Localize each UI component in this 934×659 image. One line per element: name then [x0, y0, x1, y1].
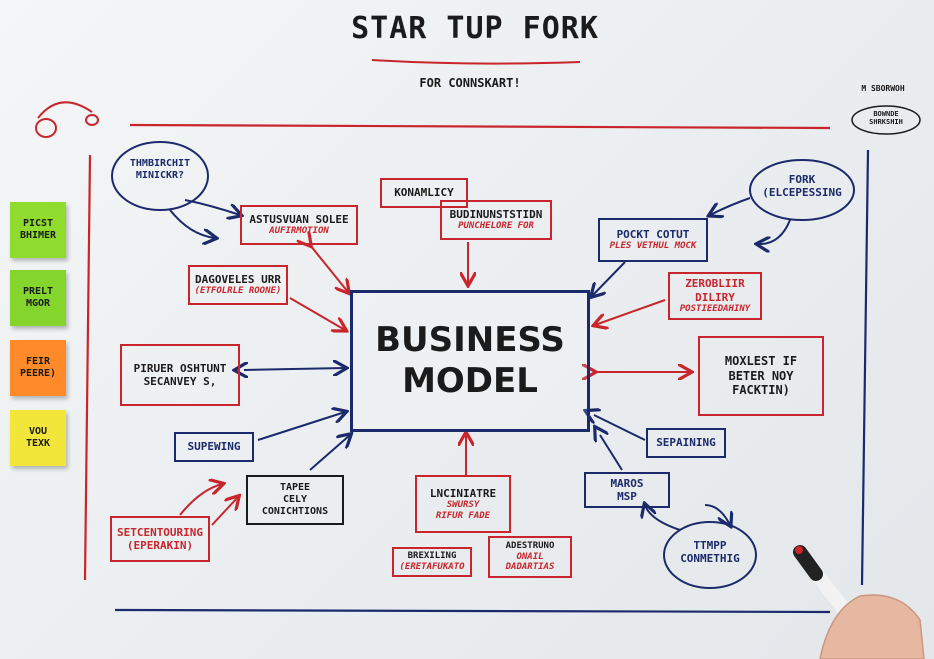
bubble-top-right-text: FORK (ELCEPESSING — [762, 173, 842, 199]
center-line-2: MODEL — [402, 361, 538, 401]
box-b10-title: SEPAINING — [656, 436, 716, 450]
bubble-top-right-outline — [749, 159, 855, 221]
box-b8-title: MOXLEST IF BETER NOY FACKTIN) — [724, 354, 798, 398]
box-b16-title: ADESTRUNO — [505, 540, 555, 551]
box-b15: BREXILING (ERETAFUKATO — [392, 547, 472, 577]
box-b2: KONAMLICY — [380, 178, 468, 208]
box-b4-title: POCKT COTUT — [616, 228, 690, 241]
box-b6: ZEROBLIIR DILIRY POSTIEEDAHINY — [668, 272, 762, 320]
frame-top — [129, 123, 831, 130]
sticky-note-green-2[interactable]: PRELT MGOR — [10, 270, 66, 326]
box-b4-sub: PLES VETHUL MOCK — [609, 241, 697, 252]
box-b8: MOXLEST IF BETER NOY FACKTIN) — [698, 336, 824, 416]
title-underline — [371, 59, 581, 65]
business-model-box: BUSINESS MODEL — [350, 290, 590, 432]
hand — [819, 594, 925, 659]
corner-note-heading: M SBORWOH — [861, 84, 905, 93]
box-b7-title: PIRUER OSHTUNT SECANVEY S, — [133, 361, 227, 388]
box-b1-title: ASTUSVUAN SOLEE — [249, 213, 349, 226]
box-b12: LNCINIATRE SWURSY RIFUR FADE — [415, 475, 511, 533]
page-subtitle: FOR CONNSKART! — [419, 76, 521, 90]
box-b11-title: TAPEE CELY CONICHTIONS — [261, 482, 329, 517]
corner-note-body: BOWNDE SHRKSHIH — [869, 110, 903, 127]
box-b13: MAROS MSP — [584, 472, 670, 508]
box-b16-sub: ONAIL DADARTIAS — [505, 551, 555, 573]
box-b10: SEPAINING — [646, 428, 726, 458]
box-b3-sub: PUNCHELORE FOR — [458, 221, 534, 232]
bubble-top-left-text: THMBIRCHIT MINICKR? — [129, 158, 191, 181]
box-b5-title: DAGOVELES URR — [194, 273, 282, 286]
frame-left — [83, 154, 92, 581]
box-b14-title: SETCENTOURING (EPERAKIN) — [116, 525, 204, 552]
sticky-note-yellow[interactable]: VOU TEXK — [10, 410, 66, 466]
box-b12-title: LNCINIATRE — [429, 486, 497, 500]
sticky-note-green-1[interactable]: PICST BHIMER — [10, 202, 66, 258]
box-b14: SETCENTOURING (EPERAKIN) — [110, 516, 210, 562]
box-b2-title: KONAMLICY — [394, 186, 454, 200]
box-b1-sub: AUFIRMOTION — [269, 226, 329, 237]
box-b16: ADESTRUNO ONAIL DADARTIAS — [488, 536, 572, 578]
box-b12-sub: SWURSY RIFUR FADE — [435, 499, 491, 521]
box-b7: PIRUER OSHTUNT SECANVEY S, — [120, 344, 240, 406]
bubble-bottom-right-text: TTMPP CONMETHIG — [680, 539, 740, 565]
frame-right — [860, 149, 870, 586]
frame-bottom — [114, 608, 831, 614]
box-b13-title: MAROS MSP — [610, 476, 644, 503]
sticky-note-orange[interactable]: FEIR PEERE) — [10, 340, 66, 396]
box-b11: TAPEE CELY CONICHTIONS — [246, 475, 344, 525]
box-b3-title: BUDINUNSTSTIDN — [449, 208, 543, 221]
box-b15-title: BREXILING — [407, 551, 457, 562]
box-b6-sub: POSTIEEDAHINY — [679, 303, 751, 314]
box-b6-title: ZEROBLIIR DILIRY — [685, 277, 745, 304]
corner-note-outline — [851, 105, 921, 135]
box-b4: POCKT COTUT PLES VETHUL MOCK — [598, 218, 708, 262]
page-title: STAR TUP FORK — [351, 11, 599, 46]
box-b15-sub: (ERETAFUKATO — [399, 562, 465, 572]
box-b1: ASTUSVUAN SOLEE AUFIRMOTION — [240, 205, 358, 245]
box-b9-title: SUPEWING — [187, 440, 241, 454]
headphone-doodle — [35, 101, 99, 138]
box-b5: DAGOVELES URR (ETFOLRLE ROONE) — [188, 265, 288, 305]
bubble-top-left-outline — [111, 141, 209, 211]
box-b9: SUPEWING — [174, 432, 254, 462]
center-line-1: BUSINESS — [375, 320, 565, 361]
box-b3: BUDINUNSTSTIDN PUNCHELORE FOR — [440, 200, 552, 240]
box-b5-sub: (ETFOLRLE ROONE) — [194, 286, 282, 297]
bubble-bottom-right-outline — [663, 521, 757, 589]
